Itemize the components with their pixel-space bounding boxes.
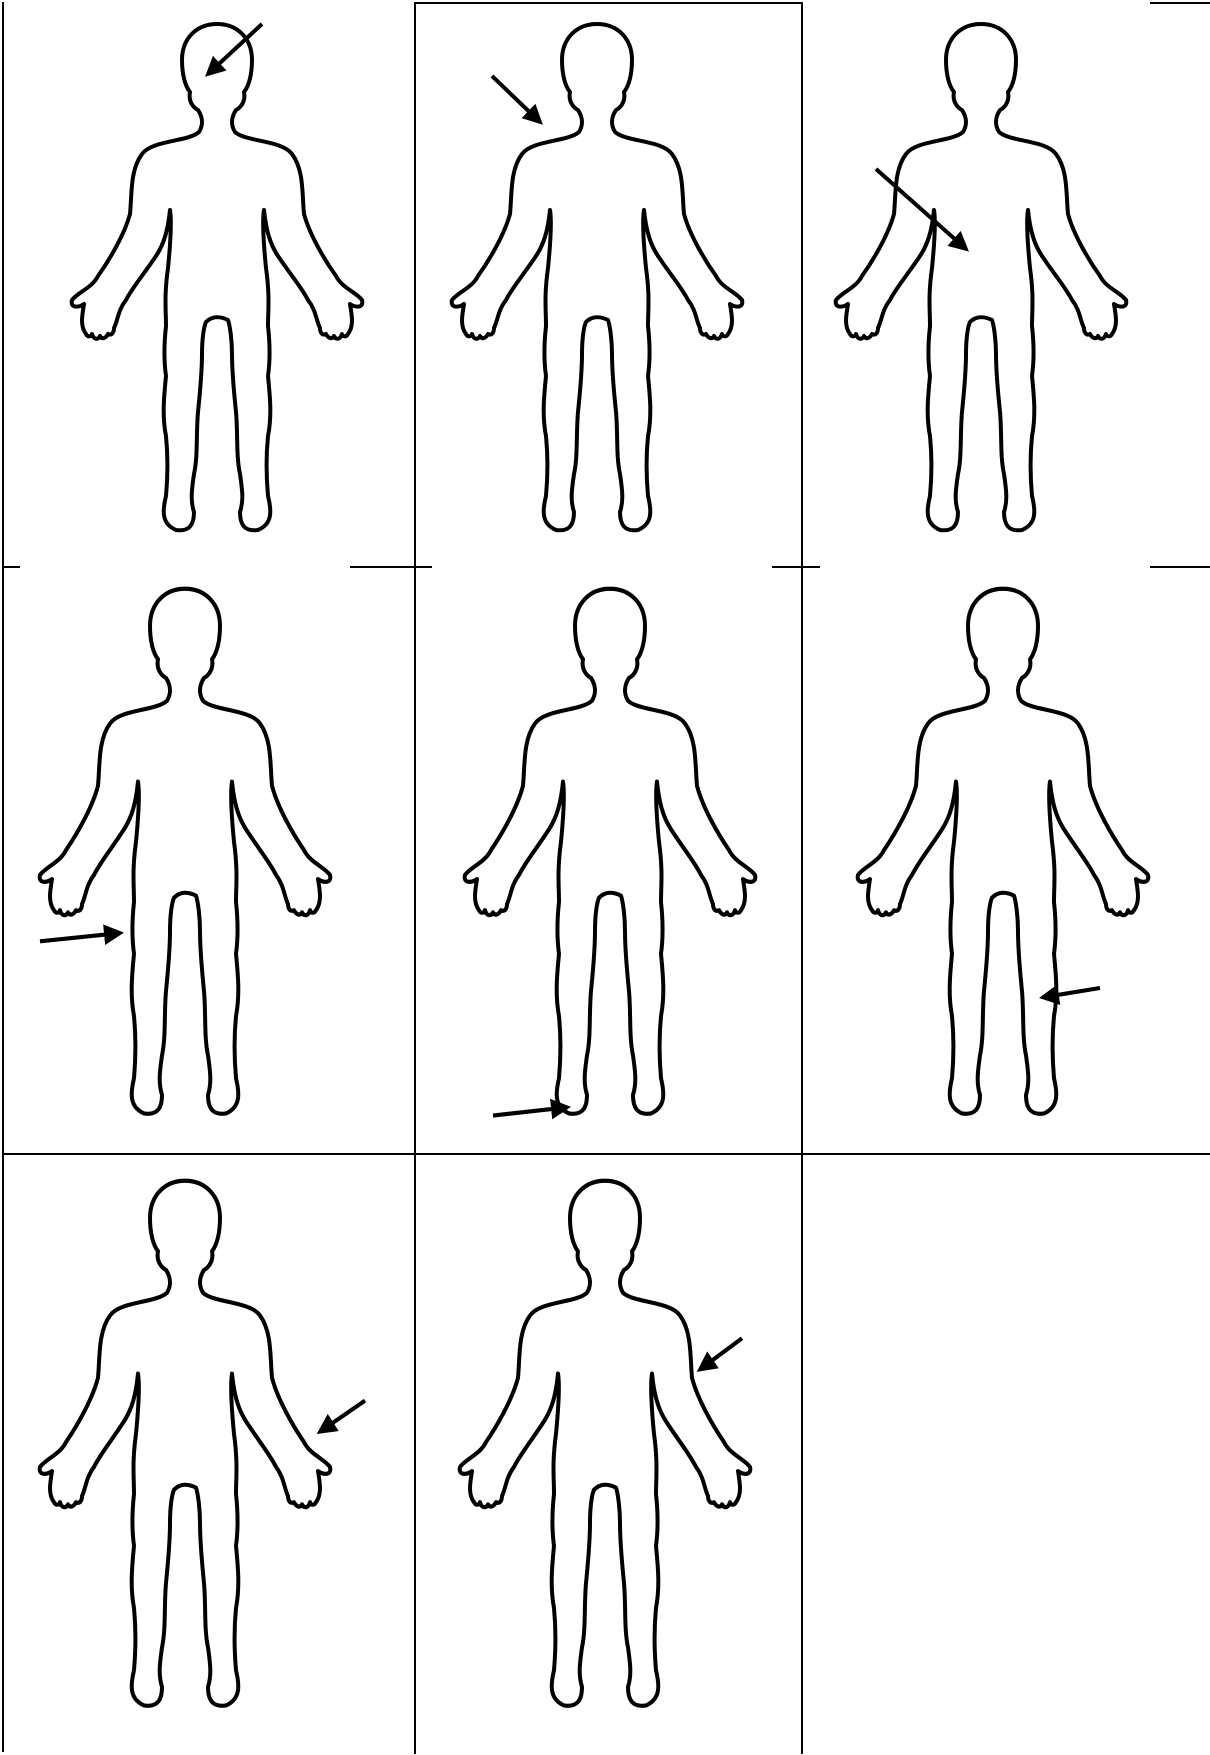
- body-figure: [445, 568, 775, 1128]
- body-outline: [40, 589, 331, 1114]
- arrow-left-foot: [493, 1107, 567, 1115]
- arrow-right-lower-leg: [1043, 988, 1100, 997]
- grid-line: [2, 2, 4, 1752]
- body-figure: [20, 568, 350, 1128]
- arrow-right-forearm: [700, 1338, 742, 1369]
- grid-line: [1150, 2, 1210, 4]
- body-panel-2: [432, 4, 762, 544]
- body-outline: [40, 1181, 331, 1706]
- body-panel-8: [440, 1160, 770, 1720]
- body-figure: [816, 4, 1146, 544]
- body-outline: [460, 1181, 751, 1706]
- body-figure: [432, 4, 762, 544]
- body-outline: [465, 589, 756, 1114]
- body-figure: [52, 4, 382, 544]
- body-figure: [838, 568, 1168, 1128]
- body-panel-4: [20, 568, 350, 1128]
- body-panel-5: [445, 568, 775, 1128]
- body-outline: [452, 24, 743, 530]
- arrow-right-hand: [320, 1401, 365, 1432]
- body-panel-1: [52, 4, 382, 544]
- grid-line: [414, 2, 416, 1754]
- grid-line: [772, 566, 820, 568]
- grid-line: [2, 1153, 1210, 1155]
- body-panel-7: [20, 1160, 350, 1720]
- body-panel-3: [816, 4, 1146, 544]
- body-panel-6: [838, 568, 1168, 1128]
- grid-line: [801, 2, 803, 1754]
- arrow-left-shoulder: [492, 76, 540, 122]
- body-outline: [836, 24, 1127, 530]
- body-figure: [20, 1160, 350, 1720]
- arrow-head-top: [208, 24, 262, 74]
- arrow-abdomen: [876, 169, 966, 249]
- grid-line: [350, 566, 432, 568]
- body-outline: [72, 24, 363, 530]
- grid-line: [2, 566, 20, 568]
- arrow-left-thigh: [40, 933, 120, 941]
- body-figure: [440, 1160, 770, 1720]
- body-outline: [858, 589, 1149, 1114]
